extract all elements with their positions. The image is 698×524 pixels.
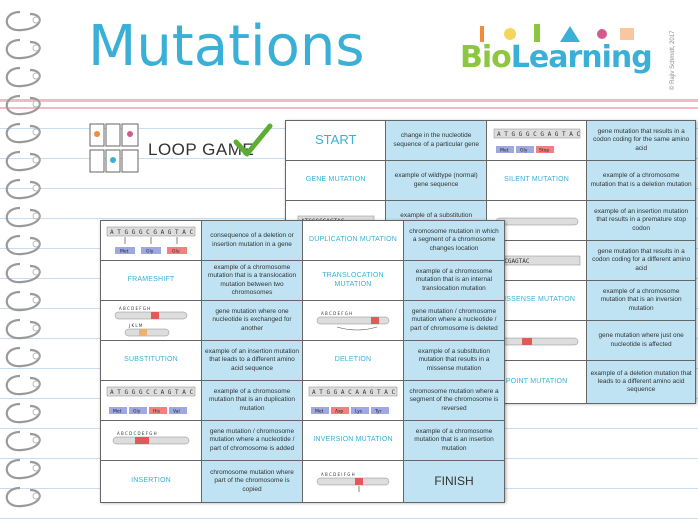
card-term: FRAMESHIFT — [100, 260, 202, 301]
card-definition: gene mutation that results in a codon co… — [586, 240, 696, 281]
card-definition: example of a deletion mutation that lead… — [586, 360, 696, 404]
card-finish: FINISH — [403, 460, 505, 503]
card-definition: gene mutation where one nucleotide is ex… — [201, 300, 303, 341]
svg-text:GGCGAGTAC: GGCGAGTAC — [497, 258, 530, 265]
svg-text:J K L M: J K L M — [128, 323, 143, 328]
card-definition: example of a chromosome mutation that is… — [586, 280, 696, 321]
card-dna-image: A T G G G C C A G T A C Met Gly His Val — [100, 380, 202, 421]
loop-game-label: LOOP GAME — [148, 140, 255, 159]
card-chromosome-image: A B C D C D E F G H — [100, 420, 202, 461]
svg-text:A T G G G C G A G T A C: A T G G G C G A G T A C — [497, 131, 580, 138]
card-term: TRANSLOCATION MUTATION — [302, 260, 404, 301]
card-definition: example of wildtype (normal) gene sequen… — [385, 160, 487, 201]
card-definition: chromosome mutation where part of the ch… — [201, 460, 303, 503]
card-chromosome-image: A B C D E F G H — [302, 300, 404, 341]
loop-cards-icon — [89, 123, 139, 173]
checkmark-icon — [233, 123, 273, 157]
chromosome-icon — [495, 217, 578, 225]
amino-label: Val — [173, 408, 180, 414]
svg-text:A B C D C D E F G H: A B C D C D E F G H — [117, 431, 157, 436]
amino-label: Glu — [172, 248, 180, 254]
card-term: DELETION — [302, 340, 404, 381]
card-definition: example of a substitution mutation that … — [403, 340, 505, 381]
dna-sequence-icon: A T G G G C G A G T A C Met Gly Glu — [106, 226, 196, 254]
card-definition: example of a chromosome mutation that is… — [403, 260, 505, 301]
card-term: GENE MUTATION — [284, 160, 387, 201]
svg-text:A B C D E F G H: A B C D E F G H — [321, 311, 352, 316]
card-term: INSERTION — [100, 460, 202, 503]
card-sheet-front: A T G G G C G A G T A C Met Gly Glu cons… — [100, 220, 505, 503]
card-term: SILENT MUTATION — [485, 160, 588, 201]
card-term: DUPLICATION MUTATION — [302, 220, 404, 261]
logo-text-learning: Learning — [510, 40, 653, 75]
amino-label: Gly — [133, 408, 141, 414]
card-definition: chromosome mutation in which a segment o… — [403, 220, 505, 261]
card-term: SUBSTITUTION — [100, 340, 202, 381]
header-rule — [0, 107, 698, 109]
ruled-line — [0, 518, 698, 519]
card-term: INVERSION MUTATION — [302, 420, 404, 461]
chromosome-icon: A B C D C D E F G H — [112, 431, 190, 444]
amino-label: Gly — [520, 147, 528, 153]
svg-text:A T G G G C G A G T A C: A T G G G C G A G T A C — [110, 229, 193, 236]
amino-label: Met — [500, 147, 509, 153]
svg-text:A B C D E I F G H: A B C D E I F G H — [321, 472, 355, 477]
dna-sequence-icon: A T G G G C C A G T A C Met Gly His Val — [106, 386, 196, 414]
card-definition: gene mutation where just one nucleotide … — [586, 320, 696, 361]
chromosome-icon: A B C D E I F G H — [316, 472, 390, 492]
amino-label: Met — [120, 248, 129, 254]
chromosome-icon — [495, 337, 578, 345]
copyright-text: © Rajiv Schmidt, 2017 — [670, 30, 676, 90]
amino-label: Stop — [539, 147, 549, 153]
card-definition: gene mutation that results in a codon co… — [586, 120, 696, 161]
svg-text:A B C D E F G H: A B C D E F G H — [119, 306, 150, 311]
card-definition: example of an insertion mutation that re… — [586, 200, 696, 241]
card-chromosome-image: A B C D E I F G H — [302, 460, 404, 503]
card-definition: example of a chromosome mutation that is… — [403, 420, 505, 461]
card-dna-image: A T G G G C G A G T A C Met Gly Stop — [485, 120, 588, 161]
header-rule — [0, 99, 698, 102]
amino-label: His — [153, 408, 161, 414]
amino-label: Lys — [355, 408, 363, 414]
amino-label: Tyr — [374, 408, 382, 414]
chromosome-icon: A B C D E F G H — [316, 311, 390, 330]
biolearning-logo: BioLearning — [460, 40, 653, 75]
card-start: START — [284, 120, 387, 161]
dna-sequence-icon: A T G G A C A A G T A C Met Asp Lys Tyr — [308, 386, 398, 414]
card-definition: gene mutation / chromosome mutation wher… — [201, 420, 303, 461]
card-definition: example of a chromosome mutation that is… — [201, 260, 303, 301]
dna-sequence-icon: A T G G G C G A G T A C Met Gly Stop — [493, 128, 580, 153]
amino-label: Met — [113, 408, 122, 414]
card-definition: chromosome mutation where a segment of t… — [403, 380, 505, 421]
amino-label: Met — [315, 408, 324, 414]
card-chromosome-image: A B C D E F G H J K L M — [100, 300, 202, 341]
amino-label: Gly — [146, 248, 154, 254]
page-title: Mutations — [88, 14, 365, 79]
card-definition: consequence of a deletion or insertion m… — [201, 220, 303, 261]
spiral-binding-icon — [5, 10, 41, 508]
logo-illustration-icon — [480, 24, 634, 42]
amino-label: Asp — [335, 408, 343, 414]
card-dna-image: A T G G G C G A G T A C Met Gly Glu — [100, 220, 202, 261]
svg-text:A T G G G C C A G T A C: A T G G G C C A G T A C — [110, 389, 193, 396]
logo-text-bio: Bio — [460, 40, 512, 75]
card-dna-image: A T G G A C A A G T A C Met Asp Lys Tyr — [302, 380, 404, 421]
svg-text:A T G G A C A A G T A C: A T G G A C A A G T A C — [312, 389, 395, 396]
card-definition: gene mutation / chromosome mutation wher… — [403, 300, 505, 341]
chromosome-icon: A B C D E F G H J K L M — [114, 306, 188, 336]
card-definition: change in the nucleotide sequence of a p… — [385, 120, 487, 161]
card-definition: example of an insertion mutation that le… — [201, 340, 303, 381]
dna-sequence-icon: GGCGAGTAC — [493, 255, 580, 265]
card-definition: example of a chromosome mutation that is… — [586, 160, 696, 201]
card-definition: example of a chromosome mutation that is… — [201, 380, 303, 421]
